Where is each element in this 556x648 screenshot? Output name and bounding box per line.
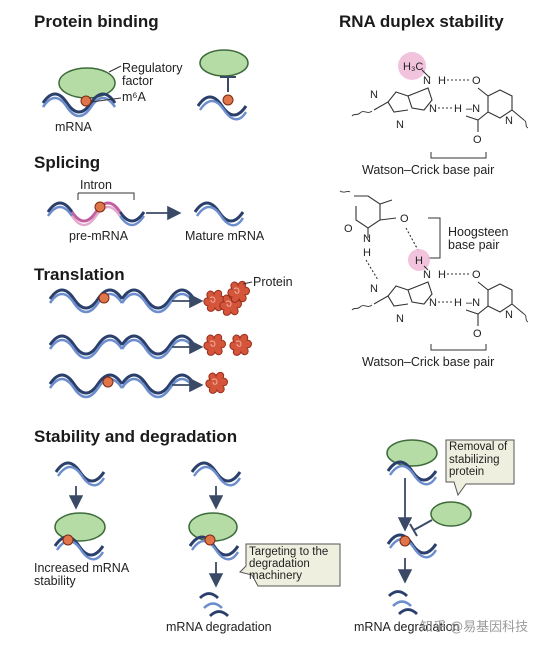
uracil-ring-3 [465, 281, 529, 326]
degradation-label-2: mRNA degradation [354, 620, 460, 634]
removal-callout [445, 439, 515, 497]
intron-segment [70, 201, 122, 223]
uracil-ring-2 [339, 190, 397, 238]
svg-text:N: N [370, 283, 378, 295]
svg-text:H: H [363, 247, 371, 259]
adenine-ring-1 [351, 69, 433, 117]
translation-mrna-2 [48, 334, 124, 360]
svg-text:H: H [454, 103, 462, 115]
svg-text:N: N [505, 309, 513, 321]
methyl-highlight [398, 52, 426, 80]
svg-text:H: H [454, 297, 462, 309]
degradation-label-1: mRNA degradation [166, 620, 272, 634]
h3c-label: H₃C [403, 61, 423, 73]
hoogsteen-label: Hoogsteen [448, 225, 509, 239]
watermark: 知乎 @易基因科技 [420, 619, 528, 635]
hydrogen-highlight [408, 249, 430, 271]
svg-text:N: N [370, 89, 378, 101]
m6a-leader [90, 97, 122, 103]
uracil-ring-1 [465, 87, 529, 132]
duplex-panel: H₃C N H O N H –N N N N O Watson–Crick ba… [339, 52, 529, 369]
stabilizing-protein-2 [386, 439, 438, 467]
svg-text:N: N [396, 119, 404, 131]
targeting-callout [239, 543, 341, 587]
svg-text:O: O [344, 223, 353, 235]
mrna-label: mRNA [55, 120, 92, 134]
svg-text:H: H [415, 255, 423, 267]
stabilizing-protein-1 [54, 512, 106, 542]
m6a-dot-2 [222, 94, 234, 106]
mrna-strand-2 [196, 95, 248, 121]
degraded-fragments-1 [198, 592, 230, 618]
m6a-dot [80, 95, 92, 107]
m6a-label: m⁶A [122, 90, 147, 104]
intron-bracket [77, 192, 135, 200]
factor-leader [108, 65, 122, 73]
svg-text:O: O [473, 134, 482, 146]
svg-text:–N: –N [466, 103, 480, 115]
svg-text:O: O [472, 269, 481, 281]
svg-text:O: O [473, 328, 482, 340]
svg-text:N: N [423, 75, 431, 87]
targeting-label: Targeting to the degradation machinery [249, 546, 329, 582]
removal-label: Removal of stabilizing protein [449, 441, 508, 478]
blocked-factor-shape [199, 49, 249, 77]
splicing-panel: Intron pre-mRNA Mature mRNA [46, 178, 265, 243]
intron-label: Intron [80, 178, 112, 192]
svg-text:H: H [438, 75, 446, 87]
factor-label: Regulatory [122, 61, 183, 75]
svg-text:–N: –N [466, 297, 480, 309]
protein-binding-title: Protein binding [34, 12, 159, 31]
mature-mrna-strand [193, 201, 245, 227]
svg-text:N: N [429, 297, 437, 309]
translation-mrna-1 [48, 288, 124, 314]
stability-title: Stability and degradation [34, 427, 237, 446]
wc-label-2: Watson–Crick base pair [362, 355, 494, 369]
m6a-dot-3 [94, 201, 106, 213]
degraded-fragments-2 [387, 590, 419, 616]
translation-panel: Protein [48, 275, 293, 399]
protein-label: Protein [253, 275, 293, 289]
wc-label-1: Watson–Crick base pair [362, 163, 494, 177]
svg-text:N: N [505, 115, 513, 127]
mature-mrna-label: Mature mRNA [185, 229, 265, 243]
pre-mrna-label: pre-mRNA [69, 229, 129, 243]
splicing-title: Splicing [34, 153, 100, 172]
svg-text:N: N [396, 313, 404, 325]
released-protein [430, 501, 472, 527]
svg-text:N: N [423, 269, 431, 281]
translation-title: Translation [34, 265, 125, 284]
svg-text:H: H [438, 269, 446, 281]
duplex-title: RNA duplex stability [339, 12, 504, 31]
svg-text:O: O [400, 213, 409, 225]
stab-mrna-top [54, 461, 106, 487]
adenine-ring-2 [351, 265, 433, 311]
svg-text:O: O [472, 75, 481, 87]
svg-text:N: N [363, 233, 371, 245]
deg-mrna-top [190, 461, 242, 487]
svg-text:N: N [429, 103, 437, 115]
